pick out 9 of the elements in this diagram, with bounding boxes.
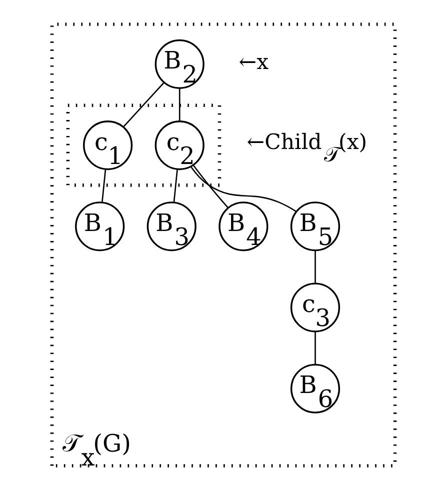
connector <box>190 166 296 212</box>
connector <box>314 250 316 284</box>
connector <box>122 82 165 128</box>
connector <box>314 332 316 364</box>
cluster <box>66 104 222 187</box>
connector <box>192 164 229 208</box>
connector <box>178 88 180 122</box>
node-label: ←x <box>238 50 269 76</box>
connector <box>102 169 106 202</box>
